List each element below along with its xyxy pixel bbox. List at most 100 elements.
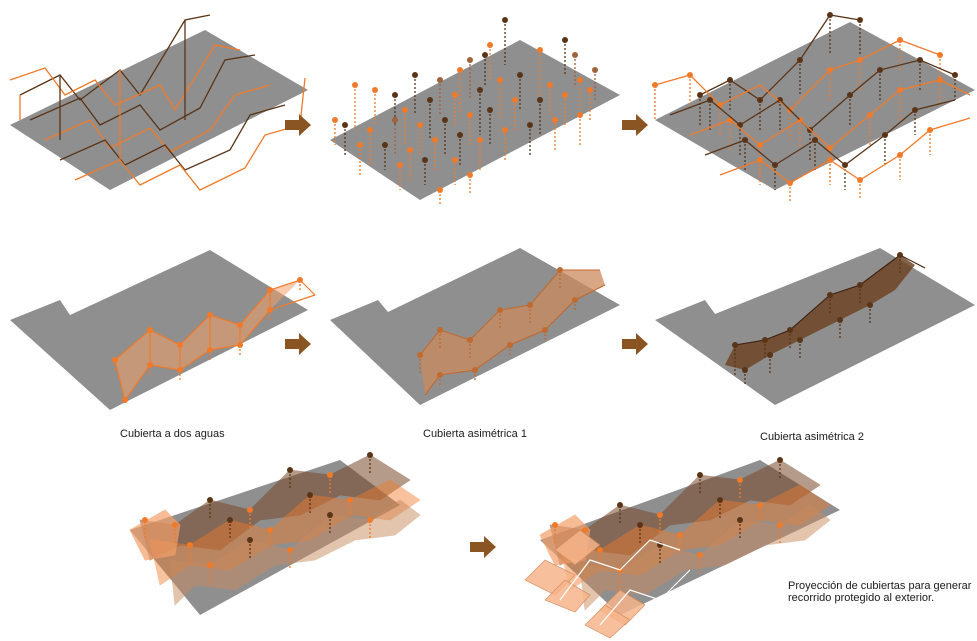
marker-point <box>187 542 193 563</box>
marker-point <box>307 492 313 513</box>
marker-point <box>537 47 543 100</box>
marker-point <box>502 127 508 160</box>
marker-point <box>697 472 703 493</box>
marker-point <box>487 42 493 80</box>
marker-point <box>562 92 568 125</box>
panel-point-grid <box>330 17 620 205</box>
marker-point <box>557 267 563 290</box>
roof-plane <box>129 509 181 561</box>
marker-point <box>347 497 353 518</box>
marker-point <box>572 297 578 310</box>
marker-point <box>657 512 663 533</box>
marker-point <box>207 312 213 325</box>
marker-point <box>637 522 643 543</box>
marker-point <box>502 17 508 65</box>
marker-point <box>327 512 333 533</box>
roof-plane <box>169 499 421 606</box>
marker-point <box>497 77 503 120</box>
marker-point <box>177 342 183 355</box>
marker-point <box>517 72 523 110</box>
marker-point <box>147 362 153 375</box>
marker-point <box>247 537 253 558</box>
marker-point <box>467 112 473 145</box>
marker-point <box>287 467 293 488</box>
right-arrow-icon <box>622 114 648 136</box>
marker-point <box>357 142 363 175</box>
caption-gable-roof: Cubierta a dos aguas <box>120 428 225 440</box>
marker-point <box>767 352 773 375</box>
right-arrow-icon <box>285 333 311 355</box>
marker-point <box>437 187 443 205</box>
marker-point <box>467 172 473 195</box>
right-arrow-icon <box>470 536 496 558</box>
marker-point <box>227 517 233 538</box>
marker-point <box>367 127 373 165</box>
projected-roof-plane <box>584 604 631 639</box>
marker-point <box>777 457 783 478</box>
marker-point <box>437 327 443 350</box>
marker-point <box>677 532 683 553</box>
marker-point <box>442 117 448 155</box>
marker-point <box>737 477 743 498</box>
marker-point <box>247 507 253 528</box>
ground-plane <box>10 30 308 190</box>
marker-point <box>457 132 463 165</box>
marker-point <box>112 357 118 370</box>
panel-connected-points <box>652 12 975 203</box>
marker-point <box>437 372 443 385</box>
marker-point <box>382 142 388 170</box>
marker-point <box>417 122 423 155</box>
marker-point <box>207 497 213 518</box>
marker-point <box>697 552 703 573</box>
marker-point <box>477 87 483 135</box>
marker-point <box>552 117 558 150</box>
right-arrow-icon <box>285 114 311 136</box>
panel-gable-roof <box>10 250 316 410</box>
marker-point <box>472 367 478 380</box>
marker-point <box>547 82 553 115</box>
marker-point <box>297 277 303 290</box>
marker-point <box>597 547 603 568</box>
marker-point <box>422 157 428 185</box>
marker-point <box>172 522 178 543</box>
marker-point <box>842 162 848 190</box>
marker-point <box>237 322 243 335</box>
marker-point <box>497 307 503 330</box>
caption-asymmetric-roof-2: Cubierta asimétrica 2 <box>760 431 864 443</box>
marker-point <box>342 122 348 155</box>
panel-combined-roofs <box>129 452 421 615</box>
marker-point <box>372 87 378 125</box>
marker-point <box>577 112 583 145</box>
marker-point <box>827 292 833 315</box>
marker-point <box>867 302 873 325</box>
marker-point <box>757 502 763 523</box>
marker-point <box>287 547 293 568</box>
marker-point <box>142 517 148 538</box>
marker-point <box>527 302 533 325</box>
panel-projected-roofs <box>524 457 840 639</box>
marker-point <box>587 87 593 120</box>
marker-point <box>397 162 403 190</box>
marker-point <box>487 107 493 145</box>
marker-point <box>537 97 543 135</box>
marker-point <box>237 342 243 355</box>
marker-point <box>207 347 213 360</box>
marker-point <box>897 252 903 275</box>
marker-point <box>577 77 583 115</box>
marker-point <box>467 57 473 100</box>
marker-point <box>652 82 658 120</box>
marker-point <box>717 497 723 518</box>
projected-roof-plane <box>544 579 591 613</box>
marker-point <box>122 397 128 403</box>
marker-point <box>267 527 273 548</box>
marker-point <box>457 67 463 115</box>
marker-point <box>267 307 273 320</box>
marker-point <box>592 67 598 100</box>
path-line <box>599 569 691 626</box>
ground-plane <box>10 250 308 410</box>
marker-point <box>482 52 488 85</box>
marker-point <box>327 472 333 493</box>
marker-point <box>407 147 413 180</box>
marker-point <box>432 137 438 170</box>
